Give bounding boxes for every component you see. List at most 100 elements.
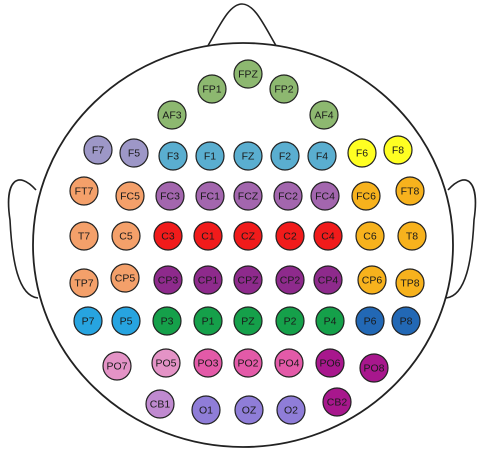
electrode-f7-label: F7	[92, 145, 104, 157]
electrode-o2: O2	[277, 396, 305, 424]
electrode-fc5: FC5	[116, 182, 144, 210]
electrode-po6: PO6	[316, 349, 344, 377]
electrode-af4-label: AF4	[314, 110, 333, 122]
electrode-f5: F5	[120, 139, 148, 167]
electrode-cz: CZ	[234, 222, 262, 250]
electrode-cp4: CP4	[314, 266, 342, 294]
electrode-t8-label: T8	[406, 231, 418, 243]
electrode-po7-label: PO7	[106, 361, 127, 373]
electrode-fc3: FC3	[156, 182, 184, 210]
electrode-fc4-label: FC4	[315, 191, 335, 203]
electrode-f6-label: F6	[356, 148, 368, 160]
electrode-po5: PO5	[152, 349, 180, 377]
electrode-p5: P5	[112, 307, 140, 335]
electrode-af3-label: AF3	[162, 110, 181, 122]
electrode-f2-label: F2	[279, 151, 291, 163]
electrode-cpz-label: CPZ	[238, 275, 260, 287]
electrode-po4-label: PO4	[278, 358, 299, 370]
electrode-f8-label: F8	[392, 145, 404, 157]
electrode-o1-label: O1	[199, 405, 213, 417]
electrode-cp1-label: CP1	[198, 275, 219, 287]
electrode-f4-label: F4	[316, 151, 328, 163]
electrode-fc2: FC2	[274, 182, 302, 210]
electrode-p1-label: P1	[202, 316, 215, 328]
electrode-p3-label: P3	[161, 316, 174, 328]
electrode-pz: PZ	[234, 307, 262, 335]
electrode-po4: PO4	[275, 349, 303, 377]
electrode-c4: C4	[314, 222, 342, 250]
electrode-oz-label: OZ	[242, 405, 257, 417]
electrode-ft8: FT8	[396, 177, 424, 205]
electrode-fc1: FC1	[196, 182, 224, 210]
electrode-p6-label: P6	[364, 316, 377, 328]
electrode-p7-label: P7	[82, 316, 95, 328]
electrode-po3-label: PO3	[197, 358, 218, 370]
electrode-cp2-label: CP2	[280, 275, 301, 287]
electrode-fc2-label: FC2	[278, 191, 298, 203]
electrode-c2: C2	[276, 222, 304, 250]
electrode-fp2: FP2	[270, 75, 298, 103]
electrode-cp3-label: CP3	[158, 275, 179, 287]
electrode-fpz-label: FPZ	[238, 69, 258, 81]
electrode-p7: P7	[74, 307, 102, 335]
electrode-cp5: CP5	[111, 264, 139, 292]
electrode-fcz-label: FCZ	[238, 191, 259, 203]
electrode-f5-label: F5	[128, 148, 140, 160]
electrode-c1-label: C1	[201, 231, 215, 243]
electrode-po5-label: PO5	[155, 358, 176, 370]
electrode-fc5-label: FC5	[120, 191, 140, 203]
electrode-fp2-label: FP2	[274, 84, 293, 96]
electrode-c6: C6	[356, 222, 384, 250]
electrode-af3: AF3	[158, 101, 186, 129]
electrode-po3: PO3	[194, 349, 222, 377]
electrode-po2: PO2	[234, 349, 262, 377]
electrode-tp7-label: TP7	[74, 278, 93, 290]
electrode-fp1: FP1	[198, 75, 226, 103]
electrode-ft7: FT7	[70, 177, 98, 205]
electrode-f4: F4	[308, 142, 336, 170]
electrode-cp1: CP1	[194, 266, 222, 294]
electrode-tp7: TP7	[70, 269, 98, 297]
electrode-o1: O1	[192, 396, 220, 424]
electrode-f3: F3	[159, 142, 187, 170]
electrode-p2: P2	[276, 307, 304, 335]
electrode-fpz: FPZ	[234, 60, 262, 88]
electrode-cp3: CP3	[154, 266, 182, 294]
electrode-pz-label: PZ	[241, 316, 255, 328]
electrode-p8: P8	[392, 307, 420, 335]
electrode-c4-label: C4	[321, 231, 335, 243]
electrode-tp8-label: TP8	[400, 278, 419, 290]
electrode-cb2-label: CB2	[327, 397, 348, 409]
electrode-cp2: CP2	[276, 266, 304, 294]
electrode-fc4: FC4	[311, 182, 339, 210]
electrode-p5-label: P5	[120, 316, 133, 328]
electrode-cp4-label: CP4	[318, 275, 339, 287]
electrode-c1: C1	[194, 222, 222, 250]
electrode-po7: PO7	[103, 352, 131, 380]
electrode-f1-label: F1	[204, 151, 216, 163]
electrode-p4-label: P4	[324, 316, 337, 328]
electrode-c5: C5	[112, 222, 140, 250]
electrode-po2-label: PO2	[237, 358, 258, 370]
electrode-cb1-label: CB1	[150, 399, 171, 411]
electrode-cp6: CP6	[358, 266, 386, 294]
electrode-fc6-label: FC6	[356, 191, 376, 203]
electrode-f6: F6	[348, 139, 376, 167]
electrode-fz: FZ	[234, 142, 262, 170]
electrode-o2-label: O2	[284, 405, 298, 417]
electrode-fp1-label: FP1	[202, 84, 221, 96]
electrode-po6-label: PO6	[319, 358, 340, 370]
electrode-f2: F2	[271, 142, 299, 170]
electrode-fc6: FC6	[352, 182, 380, 210]
electrode-t7-label: T7	[78, 231, 90, 243]
electrode-oz: OZ	[235, 396, 263, 424]
electrode-t8: T8	[398, 222, 426, 250]
electrode-f7: F7	[84, 136, 112, 164]
electrode-cz-label: CZ	[241, 231, 256, 243]
electrode-p4: P4	[316, 307, 344, 335]
electrode-f8: F8	[384, 136, 412, 164]
electrode-c6-label: C6	[363, 231, 377, 243]
electrode-c3: C3	[154, 222, 182, 250]
electrode-c3-label: C3	[161, 231, 175, 243]
electrode-p8-label: P8	[400, 316, 413, 328]
